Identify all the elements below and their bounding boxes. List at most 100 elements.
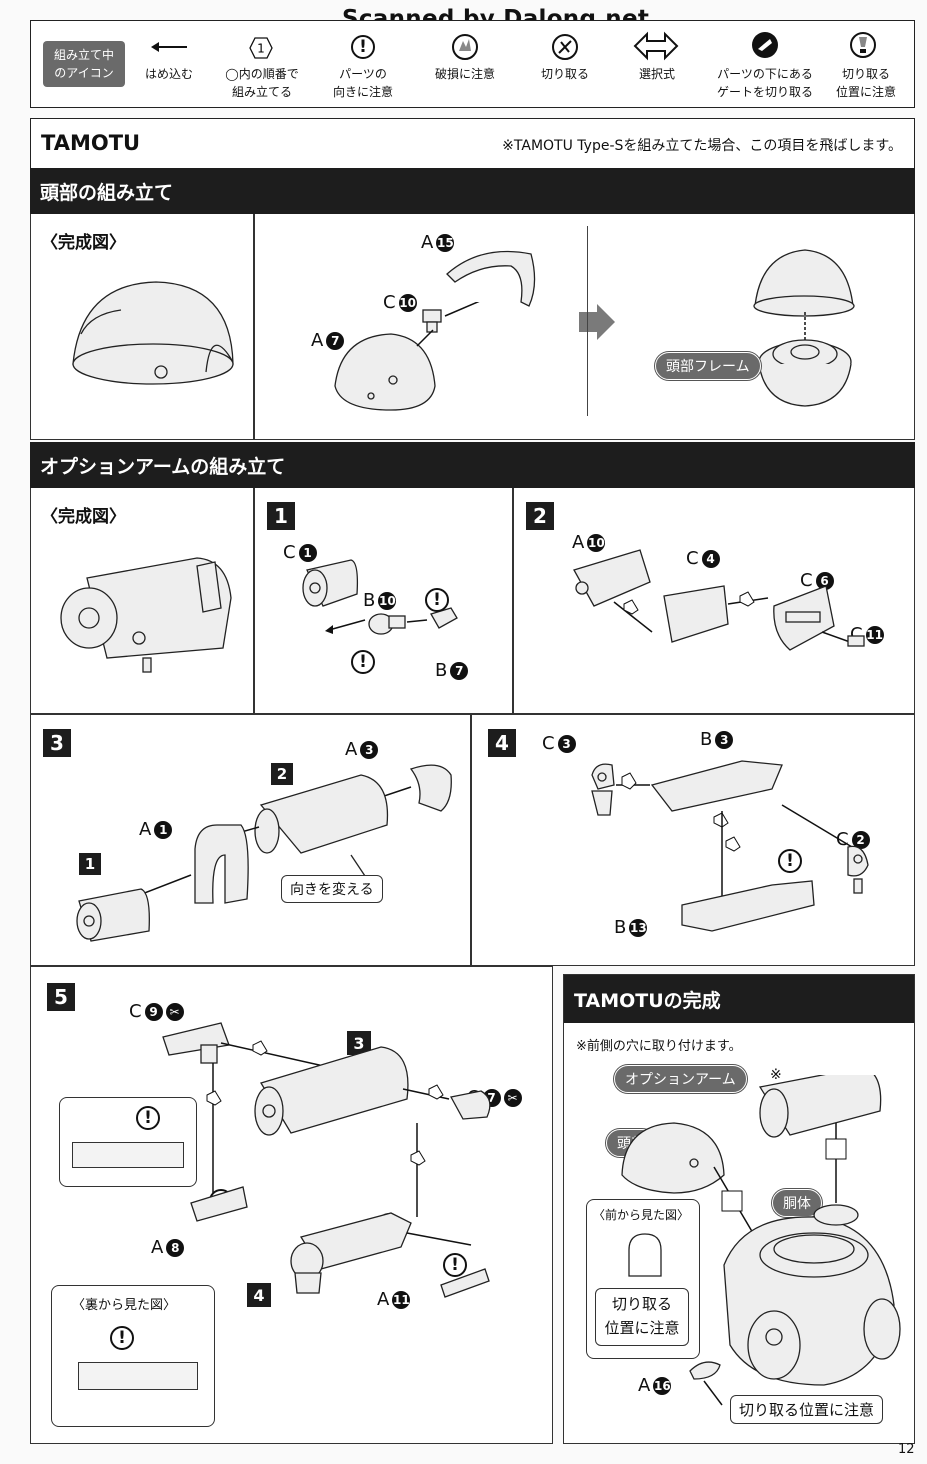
step2-parts [573,549,865,651]
direction-warning-icon: ! [110,1326,134,1350]
subassembly-1-marker: 1 [79,853,101,875]
page-number: 12 [898,1442,915,1457]
back-view-label: 〈裏から見た図〉 [72,1298,177,1313]
tamotu-complete-title: TAMOTUの完成 [564,975,914,1023]
direction-warning-icon: ! [351,650,375,674]
next-step-arrow-icon [579,304,615,340]
gate-cut-icon [752,32,778,58]
back-view-box: 〈裏から見た図〉 ! [51,1285,215,1427]
step1-parts [302,559,458,635]
front-view-box: 〈前から見た図〉 切り取る位置に注意 [586,1199,700,1359]
breakage-warning-icon [452,34,478,60]
step4-parts [591,760,869,932]
fit-arrow-icon [151,42,187,52]
head-complete-illustration [72,281,234,385]
arm-step5-panel: 5 C9✂ 3 C7✂ A8 4 A11 ! ! ! ! 〈裏から見た図〉 ! [30,966,553,1444]
front-hole-note: ※前側の穴に取り付けます。 [576,1039,742,1054]
arm-complete-panel: 〈完成図〉 [30,488,254,714]
head-frame-illustration [753,249,855,407]
complete-label: 〈完成図〉 [41,507,126,527]
pin-c10 [422,302,480,333]
step-number-3: 3 [43,729,71,757]
front-view-illustration [628,1233,662,1277]
svg-text:1: 1 [257,42,265,56]
icon-legend: 組み立て中のアイコン はめ込む 1 ◯内の順番で組み立てる ! パーツの向きに注… [30,20,915,108]
legend-label-gate-cut: パーツの下にあるゲートを切り取る [716,67,813,99]
step-number-4: 4 [488,729,516,757]
legend-label-cut-position: 切り取る位置に注意 [835,67,896,99]
legend-label-breakage: 破損に注意 [434,67,495,81]
front-view-label: 〈前から見た図〉 [593,1208,690,1222]
tamotu-complete-panel: TAMOTUの完成 ※前側の穴に取り付けます。 オプションアーム ※ 頭部 胴体… [563,974,915,1444]
direction-warning-icon: ! [136,1106,160,1130]
legend-label-order: ◯内の順番で組み立てる [225,67,299,99]
cut-position-box: 切り取る位置に注意 [595,1288,689,1346]
option-arm-asterisk: ※ [770,1067,782,1083]
head-shell-a15 [446,250,536,307]
type-s-note: ※TAMOTU Type-Sを組み立てた場合、この項目を飛ばします。 [502,138,902,154]
legend-label-cut: 切り取る [540,67,589,81]
step5-parts [162,1022,491,1298]
step3-parts [76,764,452,942]
legend-badge: 組み立て中のアイコン [43,41,125,87]
direction-warning-icon: ! [425,588,449,612]
option-arm-bar: オプションアームの組み立て [30,442,915,488]
complete-label: 〈完成図〉 [41,233,126,253]
legend-label-selection: 選択式 [638,67,675,81]
head-dome-a7 [334,329,436,411]
cut-icon [552,34,578,60]
step-number-1: 1 [267,502,295,530]
zoom-detail-box: ! [59,1097,197,1187]
subassembly-2-marker: 2 [271,763,293,785]
final-assembly-illustration [621,1075,901,1406]
selection-arrows-icon [633,31,679,61]
direction-warning-icon: ! [443,1253,467,1277]
option-arm-label: オプションアーム [614,1065,747,1093]
step-number-5: 5 [47,983,75,1011]
body-label: 胴体 [772,1189,822,1217]
cut-position-note: 切り取る位置に注意 [730,1395,884,1424]
panel-divider [587,226,588,416]
gate-cut-icon: ✂ [165,1002,184,1021]
step-number-2: 2 [526,502,554,530]
cut-position-icon [850,32,876,58]
order-hexagon-icon: 1 [249,37,273,59]
legend-label-fit: はめ込む [144,67,193,81]
head-assembly-bar: 頭部の組み立て [30,168,915,214]
gate-cut-icon: ✂ [503,1088,522,1107]
head-complete-panel: 〈完成図〉 [30,214,254,440]
arm-complete-illustration [60,557,232,673]
head-frame-label: 頭部フレーム [655,352,761,380]
direction-warning-icon: ! [351,35,375,59]
section-title-tamotu: TAMOTU [41,131,141,155]
turn-direction-label: 向きを変える [281,875,383,903]
direction-warning-icon: ! [778,849,802,873]
subassembly-4-marker: 4 [247,1283,271,1307]
legend-label-direction: パーツの向きに注意 [332,67,393,99]
